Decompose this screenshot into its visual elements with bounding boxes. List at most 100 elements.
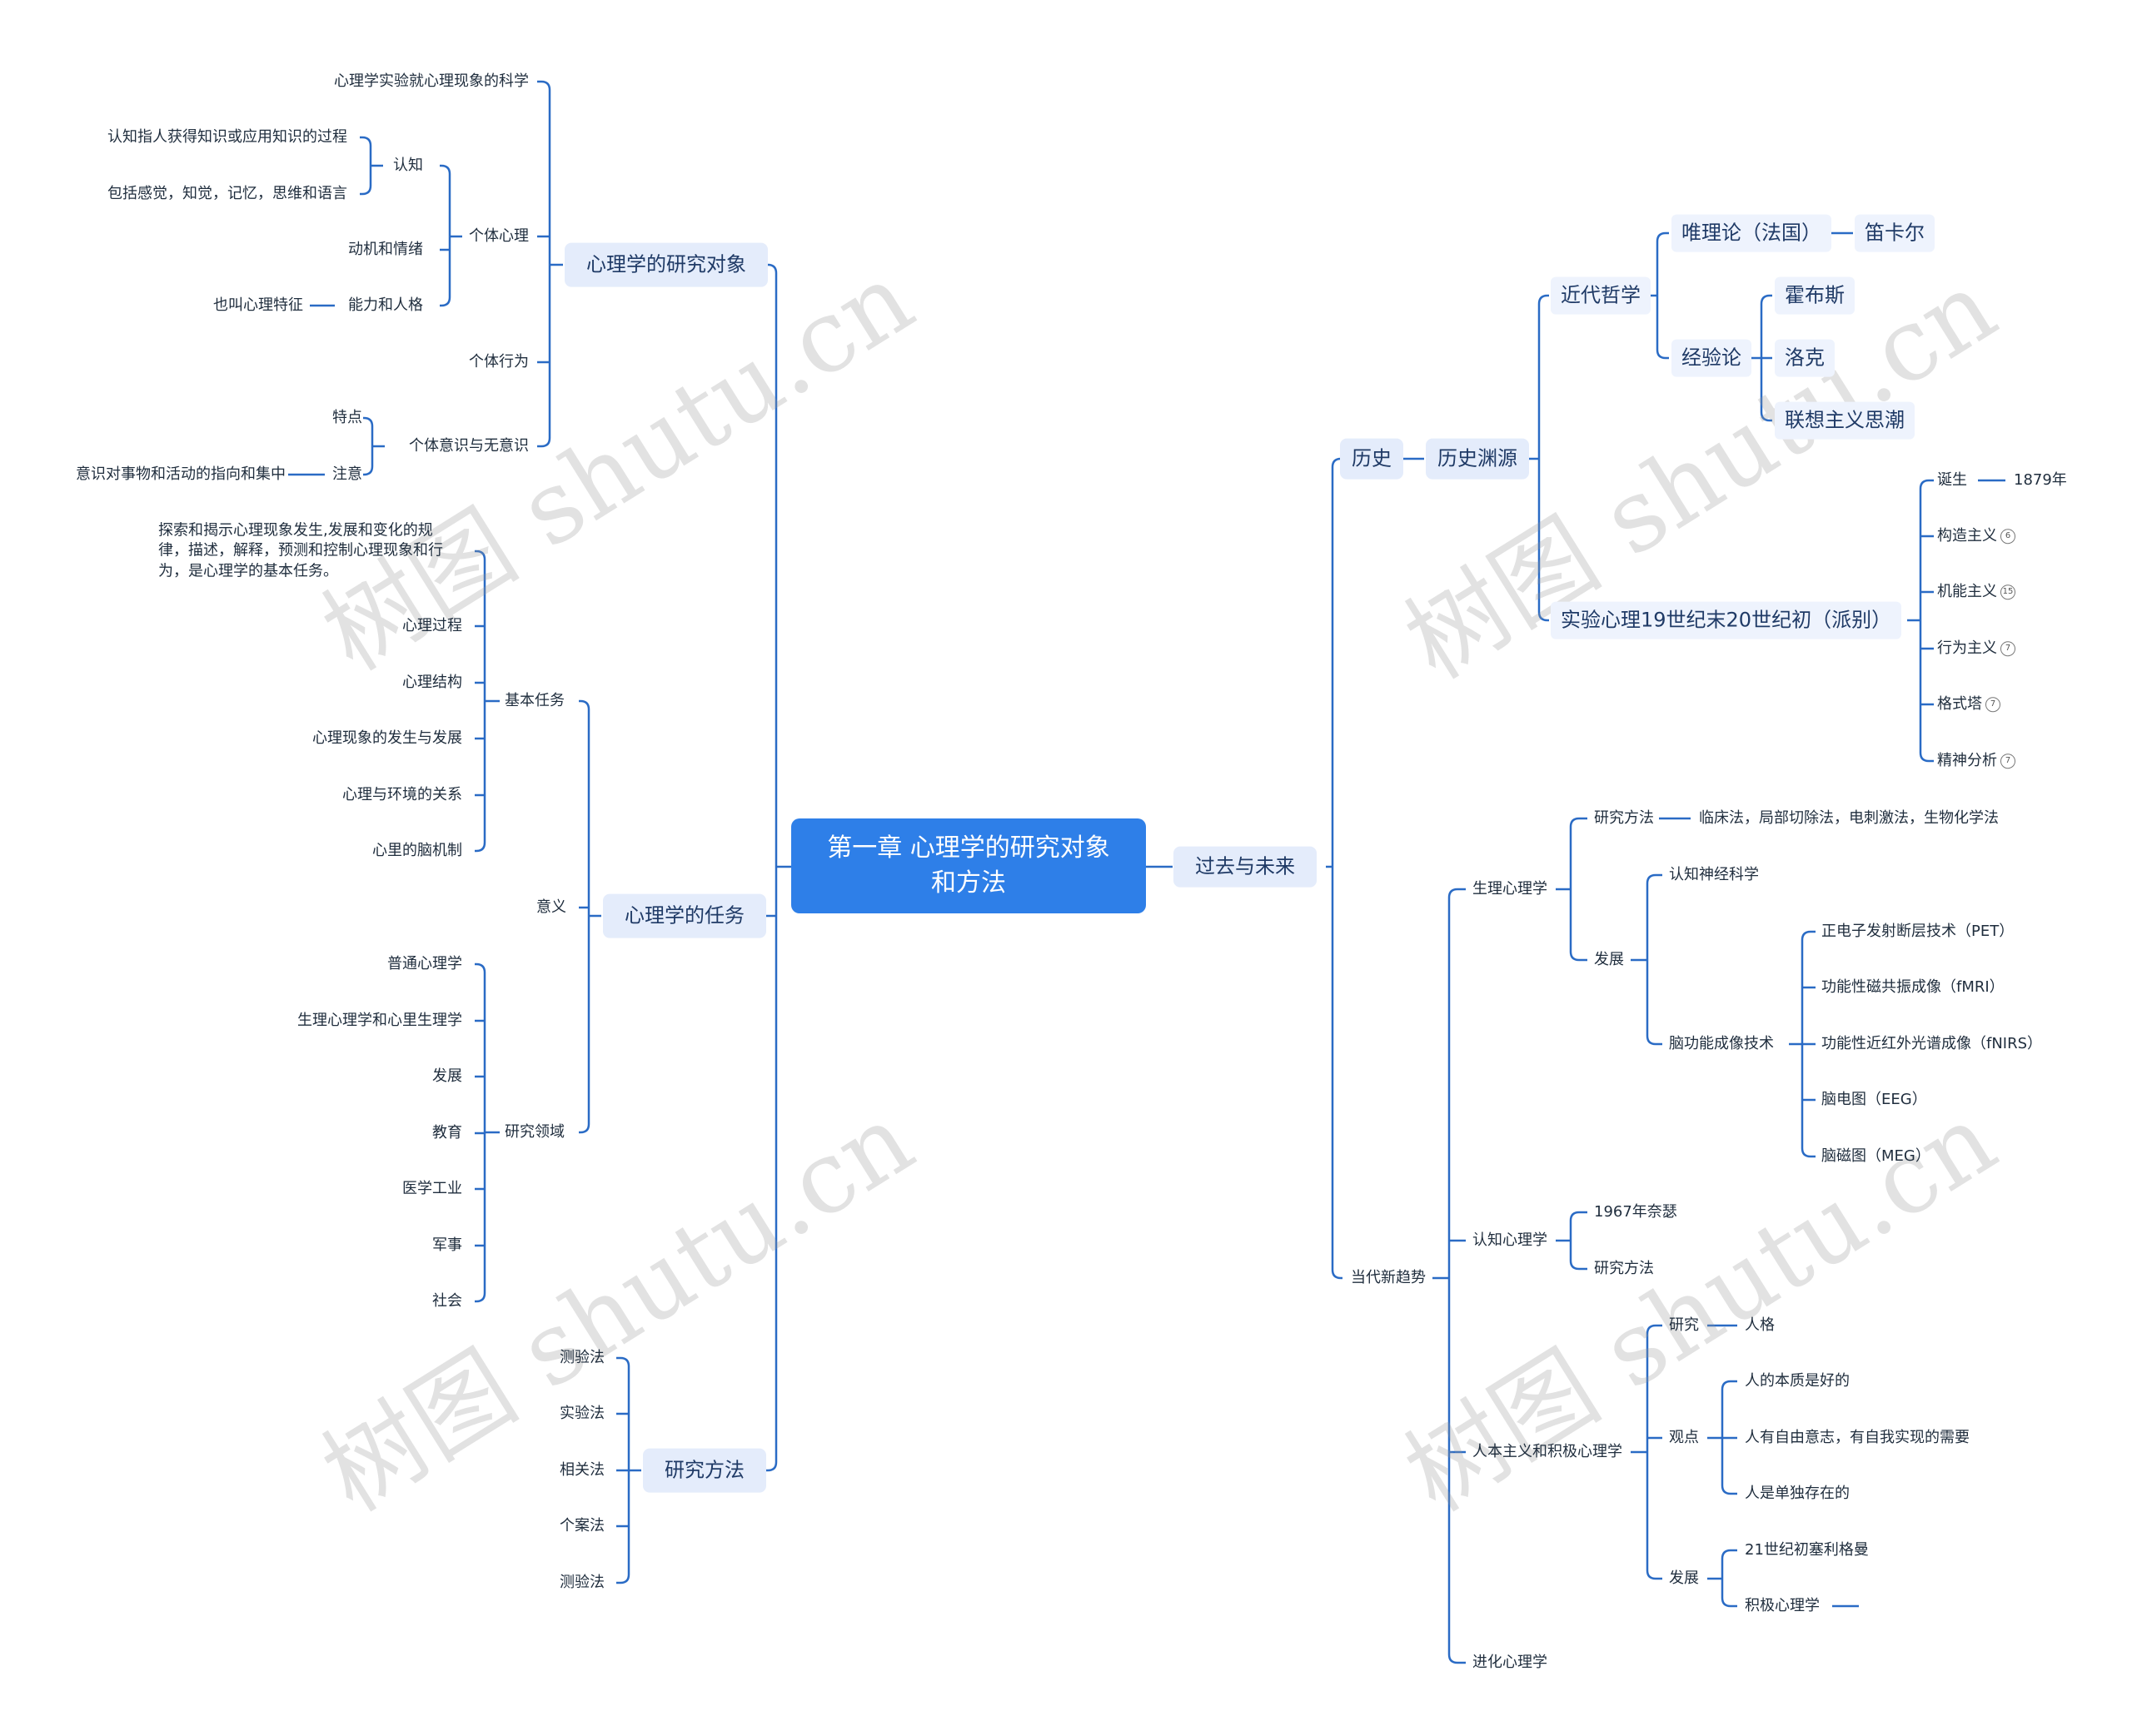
count-badge[interactable]: 15 [2000, 584, 2015, 600]
node-field-2[interactable]: 发展 [432, 1067, 462, 1086]
node-cognitive-0[interactable]: 1967年奈瑟 [1594, 1203, 1677, 1221]
node-imaging-3[interactable]: 脑电图（EEG） [1821, 1091, 1927, 1109]
node-imaging-4[interactable]: 脑磁图（MEG） [1821, 1147, 1930, 1166]
node-physiological[interactable]: 生理心理学 [1472, 880, 1547, 898]
node-evolutionary[interactable]: 进化心理学 [1472, 1654, 1547, 1672]
node-methods[interactable]: 研究方法 [643, 1448, 766, 1493]
node-birth[interactable]: 诞生 [1937, 471, 1967, 490]
node-method-2[interactable]: 相关法 [560, 1461, 605, 1480]
root-node[interactable]: 第一章 心理学的研究对象 和方法 [791, 818, 1146, 913]
node-hum-research-value[interactable]: 人格 [1745, 1316, 1775, 1335]
node-field-4[interactable]: 医学工业 [402, 1180, 462, 1198]
connector [440, 296, 451, 307]
node-ability-alias[interactable]: 也叫心理特征 [213, 296, 303, 315]
node-definition[interactable]: 心理学实验就心理现象的科学 [334, 72, 529, 91]
node-hum-dev-1[interactable]: 积极心理学 [1745, 1597, 1820, 1615]
connector [1919, 479, 1934, 490]
node-hum-view-1[interactable]: 人有自由意志，有自我实现的需要 [1745, 1429, 1970, 1447]
node-field-6[interactable]: 社会 [432, 1292, 462, 1311]
node-attention-def[interactable]: 意识对事物和活动的指向和集中 [76, 465, 286, 484]
node-motivation[interactable]: 动机和情绪 [348, 241, 423, 259]
node-imaging[interactable]: 脑功能成像技术 [1669, 1035, 1774, 1053]
node-rationalism[interactable]: 唯理论（法国） [1671, 214, 1831, 252]
node-history-origin[interactable]: 历史渊源 [1426, 438, 1529, 480]
connector [440, 164, 451, 175]
connector [1721, 1485, 1737, 1495]
node-field-3[interactable]: 教育 [432, 1124, 462, 1142]
node-basic-item-1[interactable]: 心理结构 [402, 674, 462, 692]
node-hum-views[interactable]: 观点 [1669, 1429, 1699, 1447]
node-imaging-1[interactable]: 功能性磁共振成像（fMRI） [1821, 978, 2005, 997]
node-basic-desc[interactable]: 探索和揭示心理现象发生,发展和变化的规律，描述，解释，预测和控制心理现象和行为，… [158, 521, 443, 580]
node-hobbes[interactable]: 霍布斯 [1775, 276, 1855, 315]
node-cognition-includes[interactable]: 包括感觉，知觉，记忆，思维和语言 [107, 185, 347, 203]
node-descartes[interactable]: 笛卡尔 [1855, 214, 1935, 252]
node-method-3[interactable]: 个案法 [560, 1517, 605, 1535]
node-meaning[interactable]: 意义 [536, 898, 566, 917]
node-feature[interactable]: 特点 [332, 409, 362, 427]
node-research-object[interactable]: 心理学的研究对象 [565, 242, 768, 287]
node-history[interactable]: 历史 [1340, 438, 1403, 480]
count-badge[interactable]: 7 [2000, 754, 2015, 769]
node-ability[interactable]: 能力和人格 [348, 296, 423, 315]
node-birth-year[interactable]: 1879年 [2014, 471, 2067, 490]
node-basic-task[interactable]: 基本任务 [505, 692, 565, 710]
node-hum-view-2[interactable]: 人是单独存在的 [1745, 1485, 1850, 1503]
node-attention[interactable]: 注意 [332, 465, 362, 484]
node-hum-research[interactable]: 研究 [1669, 1316, 1699, 1335]
node-basic-item-4[interactable]: 心里的脑机制 [372, 842, 462, 860]
node-basic-item-2[interactable]: 心理现象的发生与发展 [312, 729, 462, 748]
node-individual-psych[interactable]: 个体心理 [469, 227, 529, 246]
connector [764, 1461, 778, 1472]
node-basic-item-3[interactable]: 心理与环境的关系 [342, 786, 462, 804]
node-tasks[interactable]: 心理学的任务 [603, 893, 766, 938]
node-field-0[interactable]: 普通心理学 [387, 955, 462, 973]
node-field-5[interactable]: 军事 [432, 1236, 462, 1255]
node-cog-neuro[interactable]: 认知神经科学 [1669, 866, 1759, 884]
node-humanistic[interactable]: 人本主义和积极心理学 [1472, 1443, 1622, 1461]
connector [764, 263, 778, 274]
node-locke[interactable]: 洛克 [1775, 339, 1835, 377]
node-hum-dev-0[interactable]: 21世纪初塞利格曼 [1745, 1541, 1869, 1559]
node-cognition-def[interactable]: 认知指人获得知识或应用知识的过程 [107, 128, 347, 147]
node-method-1[interactable]: 实验法 [560, 1405, 605, 1423]
node-associationism[interactable]: 联想主义思潮 [1775, 401, 1915, 440]
connector [1331, 1269, 1342, 1280]
node-fields[interactable]: 研究领域 [505, 1123, 565, 1142]
node-past-future[interactable]: 过去与未来 [1173, 846, 1317, 888]
node-modern-philosophy[interactable]: 近代哲学 [1551, 276, 1651, 315]
node-behavior[interactable]: 个体行为 [469, 353, 529, 371]
node-hum-dev[interactable]: 发展 [1669, 1569, 1699, 1588]
connector [363, 465, 374, 476]
node-phys-method-value[interactable]: 临床法，局部切除法，电刺激法，生物化学法 [1699, 809, 1999, 828]
node-cognition[interactable]: 认知 [393, 157, 423, 175]
node-experimental[interactable]: 实验心理19世纪末20世纪初（派别） [1551, 601, 1902, 639]
node-phys-method[interactable]: 研究方法 [1594, 809, 1654, 828]
count-badge[interactable]: 7 [1985, 697, 2000, 713]
node-cognitive[interactable]: 认知心理学 [1472, 1231, 1547, 1250]
node-phys-dev[interactable]: 发展 [1594, 951, 1624, 969]
node-method-4[interactable]: 测验法 [560, 1574, 605, 1592]
node-method-0[interactable]: 测验法 [560, 1349, 605, 1367]
connector [475, 842, 486, 853]
connector [360, 136, 372, 147]
node-empiricism[interactable]: 经验论 [1671, 339, 1751, 377]
connector [475, 1292, 486, 1303]
node-trends[interactable]: 当代新趋势 [1351, 1269, 1426, 1287]
connector [1801, 930, 1816, 941]
node-imaging-2[interactable]: 功能性近红外光谱成像（fNIRS） [1821, 1035, 2043, 1053]
connector [360, 185, 372, 196]
node-basic-item-0[interactable]: 心理过程 [402, 617, 462, 635]
count-badge[interactable]: 7 [2000, 641, 2015, 657]
node-field-1[interactable]: 生理心理学和心里生理学 [297, 1012, 462, 1030]
count-badge[interactable]: 6 [2000, 529, 2015, 545]
node-hum-view-0[interactable]: 人的本质是好的 [1745, 1372, 1850, 1390]
node-consciousness[interactable]: 个体意识与无意识 [409, 437, 529, 455]
node-imaging-0[interactable]: 正电子发射断层技术（PET） [1821, 923, 2015, 941]
node-cognitive-1[interactable]: 研究方法 [1594, 1260, 1654, 1278]
